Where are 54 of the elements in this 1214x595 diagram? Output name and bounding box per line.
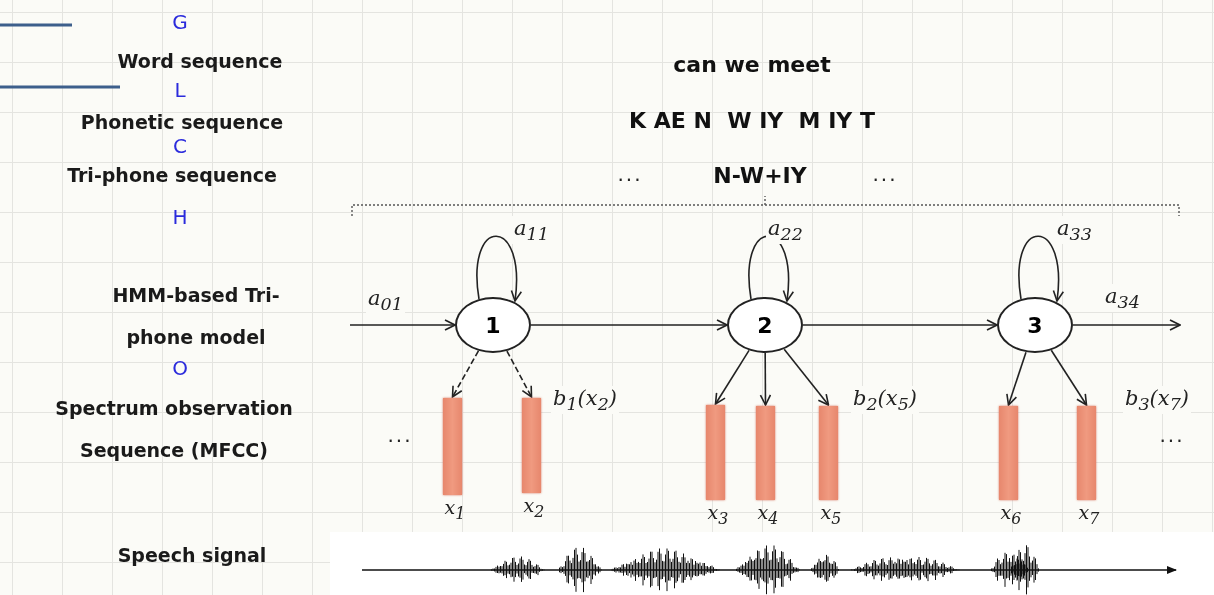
- arrow: [349, 319, 456, 331]
- feature-bar: [999, 406, 1018, 500]
- arrow: [530, 319, 728, 331]
- ellipsis: ...: [872, 162, 898, 186]
- ellipsis: ...: [387, 423, 413, 447]
- feature-bar: [1077, 406, 1096, 500]
- arrow: [783, 348, 830, 406]
- arrow: [1050, 349, 1088, 406]
- ellipsis: ...: [617, 162, 643, 186]
- edge-label: b$_{2}$(x$_{5}$): [851, 386, 919, 415]
- state-circle: 3: [997, 297, 1073, 353]
- letter-label: H: [172, 205, 188, 229]
- feature-bar: [756, 406, 775, 500]
- triphone-text: N-W+IY: [713, 163, 807, 188]
- arrow: [714, 349, 750, 405]
- row-label: Spectrum observation Sequence (MFCC): [54, 396, 294, 463]
- arrow: [1018, 235, 1064, 302]
- state-circle: 1: [455, 297, 531, 353]
- sentence-text: can we meet: [673, 52, 831, 77]
- variable-label: x$_{6}$: [999, 502, 1023, 528]
- variable-label: x$_{5}$: [819, 502, 843, 528]
- letter-label: C: [173, 134, 187, 158]
- arrow: [802, 319, 998, 331]
- row-label: Phonetic sequence: [79, 110, 285, 135]
- variable-label: x$_{3}$: [706, 502, 730, 528]
- phoneme-text: K AE N W IY M IY T: [629, 108, 875, 133]
- feature-bar: [522, 398, 541, 493]
- feature-bar: [443, 398, 462, 495]
- arrow: [451, 350, 480, 398]
- letter-label: O: [172, 356, 188, 380]
- ellipsis: ...: [1159, 423, 1185, 447]
- arrow: [759, 352, 772, 406]
- edge-label: a$_{34}$: [1103, 284, 1142, 313]
- variable-label: x$_{7}$: [1077, 502, 1101, 528]
- feature-bar: [819, 406, 838, 500]
- variable-label: x$_{2}$: [522, 495, 546, 521]
- arrow: [506, 350, 533, 398]
- row-label: HMM-based Tri-phone model: [111, 283, 281, 350]
- arrow: [1006, 351, 1027, 406]
- variable-label: x$_{4}$: [756, 502, 780, 528]
- row-label: Tri-phone sequence: [66, 163, 278, 188]
- arrow: [476, 235, 522, 302]
- row-label: Speech signal: [116, 543, 268, 568]
- edge-label: a$_{33}$: [1055, 216, 1094, 245]
- arrow: [748, 235, 794, 302]
- edge-label: b$_{1}$(x$_{2}$): [551, 386, 619, 415]
- state-circle: 2: [727, 297, 803, 353]
- variable-label: x$_{1}$: [443, 497, 467, 523]
- edge-label: b$_{3}$(x$_{7}$): [1123, 386, 1191, 415]
- arrow: [1072, 319, 1181, 331]
- letter-label: L: [174, 78, 186, 102]
- row-label: Word sequence: [116, 49, 284, 74]
- letter-label: G: [172, 10, 188, 34]
- feature-bar: [706, 405, 725, 500]
